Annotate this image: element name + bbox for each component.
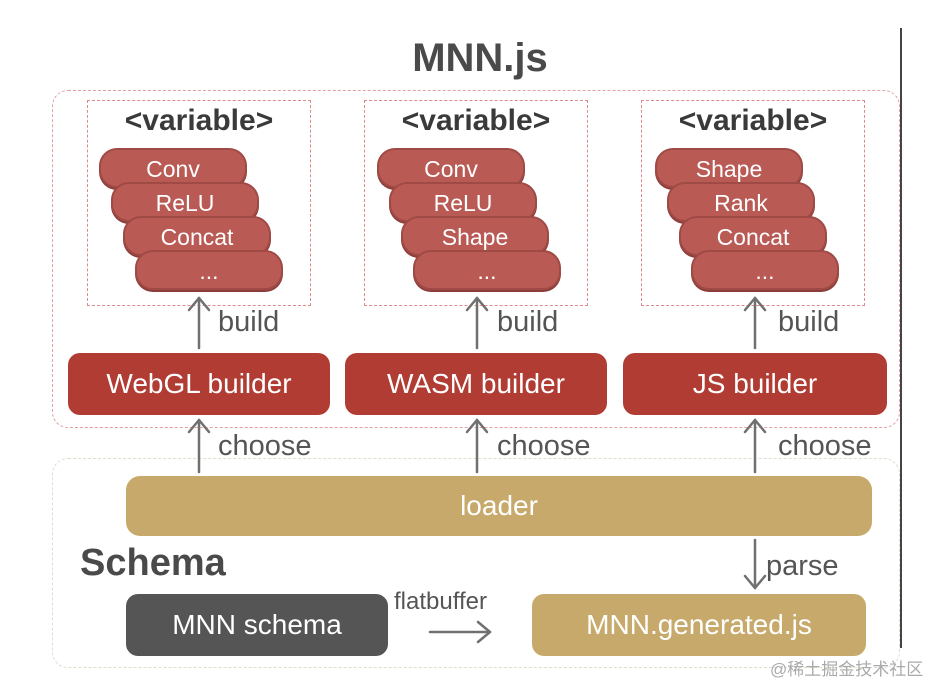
variable-box-js <box>641 100 865 306</box>
choose-label: choose <box>497 430 591 462</box>
mnn-generated-box: MNN.generated.js <box>532 594 866 656</box>
diagram-title: MNN.js <box>412 36 548 80</box>
build-arrow-webgl <box>187 296 211 350</box>
op-pill: Conv <box>99 148 247 188</box>
choose-arrow-wasm <box>465 418 489 474</box>
variable-header: <variable> <box>401 104 551 137</box>
choose-arrow-webgl <box>187 418 211 474</box>
watermark: @稀土掘金技术社区 <box>770 660 924 679</box>
op-pill: Concat <box>679 216 827 256</box>
edge-line <box>900 28 902 648</box>
op-pill: ... <box>691 250 839 290</box>
op-pill: ... <box>135 250 283 290</box>
op-pill: Rank <box>667 182 815 222</box>
build-arrow-js <box>743 296 767 350</box>
build-label: build <box>218 306 280 338</box>
schema-section-title: Schema <box>80 542 226 584</box>
parse-label: parse <box>766 550 839 582</box>
flatbuffer-arrow <box>428 620 492 644</box>
js-builder-box: JS builder <box>623 353 887 415</box>
parse-arrow <box>743 538 767 590</box>
choose-arrow-js <box>743 418 767 474</box>
op-pill: ReLU <box>389 182 537 222</box>
build-label: build <box>778 306 840 338</box>
flatbuffer-label: flatbuffer <box>394 588 487 615</box>
build-arrow-wasm <box>465 296 489 350</box>
webgl-builder-box: WebGL builder <box>68 353 330 415</box>
variable-header: <variable> <box>124 104 274 137</box>
wasm-builder-box: WASM builder <box>345 353 607 415</box>
choose-label: choose <box>218 430 312 462</box>
variable-header: <variable> <box>678 104 828 137</box>
op-pill: ... <box>413 250 561 290</box>
choose-label: choose <box>778 430 872 462</box>
op-pill: Conv <box>377 148 525 188</box>
build-label: build <box>497 306 559 338</box>
loader-box: loader <box>126 476 872 536</box>
mnn-schema-box: MNN schema <box>126 594 388 656</box>
